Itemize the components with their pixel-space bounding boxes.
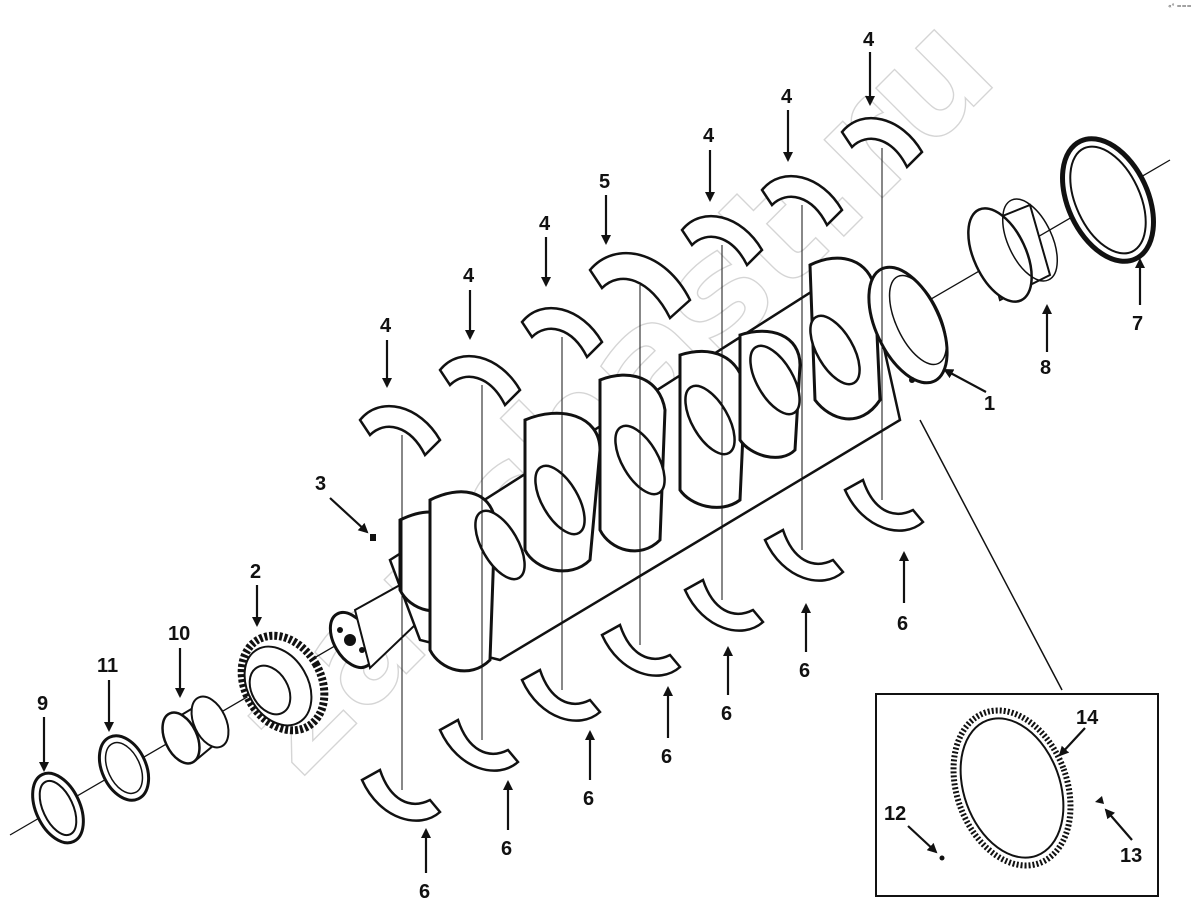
callout-4: 4 xyxy=(781,86,793,108)
upper-bearing-shell xyxy=(680,214,764,268)
thrust-bearing-shell xyxy=(588,251,692,321)
lower-bearing-shell xyxy=(438,718,520,772)
front-sleeve xyxy=(161,695,230,765)
lower-bearing-shell xyxy=(360,768,442,822)
callout-14: 14 xyxy=(1076,707,1099,729)
crankshaft-gear xyxy=(237,631,329,735)
callout-6: 6 xyxy=(897,613,908,635)
callout-6: 6 xyxy=(583,788,594,810)
arrow-13 xyxy=(1104,808,1133,841)
corner-mark: «° === xyxy=(1168,3,1192,10)
reluctor-ring xyxy=(950,707,1074,869)
callout-12: 12 xyxy=(884,803,906,825)
lower-bearing-shell xyxy=(683,578,765,632)
screw-12 xyxy=(939,855,945,861)
oil-plug xyxy=(370,534,376,541)
rear-sleeve xyxy=(967,198,1059,303)
callout-4: 4 xyxy=(380,315,392,337)
detail-inset xyxy=(875,419,1159,897)
front-seal-ring xyxy=(31,771,85,845)
callout-6: 6 xyxy=(661,746,672,768)
callout-4: 4 xyxy=(703,125,715,147)
arrow-14 xyxy=(1058,727,1086,757)
callout-4: 4 xyxy=(463,265,475,287)
callout-11: 11 xyxy=(97,655,118,677)
arrow-3 xyxy=(329,497,369,534)
callout-13: 13 xyxy=(1120,845,1142,867)
arrow-12 xyxy=(907,825,938,854)
lower-bearing-shell xyxy=(600,623,682,677)
upper-bearing-shell xyxy=(438,354,522,408)
callout-4: 4 xyxy=(863,29,875,51)
callout-1: 1 xyxy=(984,393,995,415)
upper-bearing-shell xyxy=(520,306,604,360)
lower-bearing-shell xyxy=(763,528,845,582)
detail-leader-line xyxy=(919,419,1063,691)
upper-bearing-shell xyxy=(840,116,924,170)
rear-seal-ring xyxy=(1060,136,1156,264)
lower-bearing-shell xyxy=(843,478,925,532)
callout-3: 3 xyxy=(315,473,326,495)
callout-8: 8 xyxy=(1040,357,1051,379)
screw-13 xyxy=(1095,796,1104,804)
callout-10: 10 xyxy=(168,623,190,645)
callout-6: 6 xyxy=(799,660,810,682)
arrow-1 xyxy=(943,369,987,393)
callout-5: 5 xyxy=(599,171,610,193)
callout-7: 7 xyxy=(1132,313,1143,335)
callout-9: 9 xyxy=(37,693,48,715)
callout-4: 4 xyxy=(539,213,551,235)
callout-6: 6 xyxy=(501,838,512,860)
callout-6: 6 xyxy=(721,703,732,725)
front-ring xyxy=(97,734,151,802)
callout-2: 2 xyxy=(250,561,261,583)
callout-6: 6 xyxy=(419,881,430,903)
upper-bearing-shell xyxy=(358,404,442,458)
lower-bearing-shell xyxy=(520,668,602,722)
upper-bearing-shell xyxy=(760,174,844,228)
